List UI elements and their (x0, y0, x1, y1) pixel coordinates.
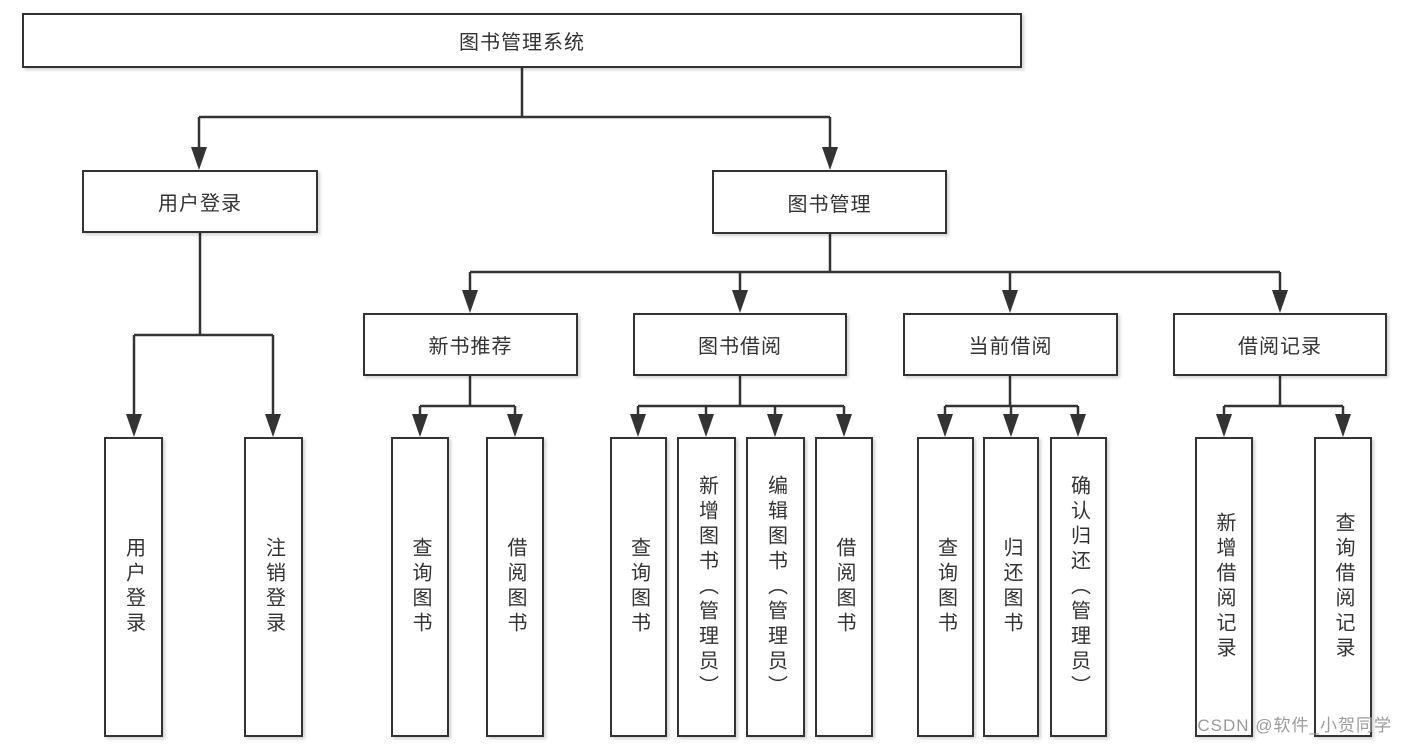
leaf-label: 新增借阅记录 (1213, 512, 1235, 662)
node-label: 图书借阅 (698, 336, 782, 358)
node-label: 图书管理系统 (459, 32, 585, 54)
leaf-label: 查询借阅记录 (1332, 512, 1354, 662)
leaf-label: 借阅图书 (504, 537, 526, 637)
leaf-add-books-admin: 新增图书（管理员） (677, 437, 736, 737)
node-new-book-recommendation: 新书推荐 (363, 313, 578, 376)
leaf-user-login: 用户登录 (104, 437, 163, 737)
leaf-label: 新增图书（管理员） (695, 474, 718, 700)
leaf-query-books-recommend: 查询图书 (391, 437, 449, 737)
node-borrowing-records: 借阅记录 (1173, 313, 1387, 376)
leaf-label: 归还图书 (1000, 537, 1022, 637)
node-current-borrowing: 当前借阅 (903, 313, 1118, 376)
leaf-label: 查询图书 (409, 537, 431, 637)
leaf-edit-books-admin: 编辑图书（管理员） (746, 437, 805, 737)
leaf-borrow-books: 借阅图书 (815, 437, 873, 737)
node-label: 借阅记录 (1238, 336, 1322, 358)
leaf-label: 查询图书 (627, 537, 650, 637)
node-user-login: 用户登录 (82, 170, 318, 233)
leaf-logout: 注销登录 (244, 437, 303, 737)
leaf-label: 确认归还（管理员） (1067, 474, 1090, 700)
leaf-return-books: 归还图书 (983, 437, 1039, 737)
leaf-label: 查询图书 (934, 537, 957, 637)
leaf-label: 编辑图书（管理员） (764, 474, 787, 700)
leaf-label: 用户登录 (122, 537, 145, 637)
node-book-management: 图书管理 (712, 170, 947, 234)
leaf-query-borrow-record: 查询借阅记录 (1314, 437, 1372, 737)
leaf-query-books-current: 查询图书 (917, 437, 974, 737)
leaf-borrow-books-recommend: 借阅图书 (486, 437, 544, 737)
leaf-confirm-return-admin: 确认归还（管理员） (1050, 437, 1107, 737)
leaf-label: 注销登录 (262, 537, 285, 637)
node-label: 图书管理 (787, 193, 872, 216)
leaf-query-books-borrow: 查询图书 (610, 437, 667, 737)
leaf-add-borrow-record: 新增借阅记录 (1195, 437, 1253, 737)
node-label: 当前借阅 (968, 336, 1053, 358)
node-book-borrowing: 图书借阅 (633, 313, 847, 376)
node-library-management-system: 图书管理系统 (22, 13, 1022, 68)
node-label: 新书推荐 (428, 336, 513, 358)
leaf-label: 借阅图书 (833, 537, 855, 637)
csdn-watermark: CSDN @软件_小贺同学 (1197, 716, 1392, 735)
node-label: 用户登录 (158, 193, 242, 215)
